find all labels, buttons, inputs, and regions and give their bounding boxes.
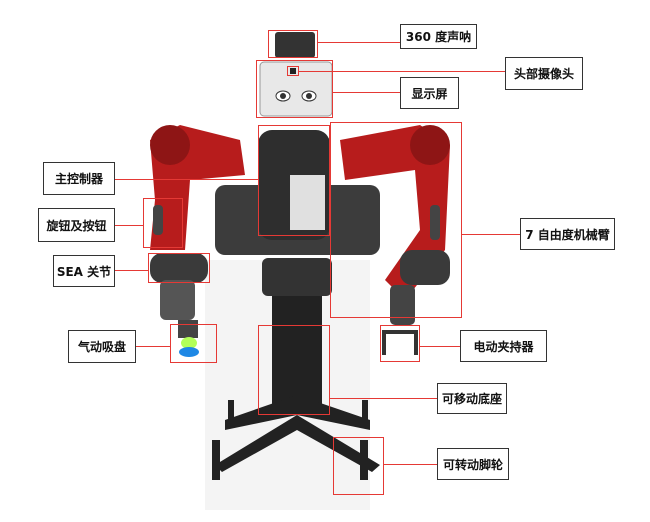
label-knobs-buttons: 旋钮及按钮 [38,208,115,242]
label-controller: 主控制器 [43,162,115,195]
label-base: 可移动底座 [437,383,507,414]
highlight-controller [258,125,330,236]
highlight-display [256,60,333,118]
highlight-camera [287,66,299,76]
highlight-base [258,325,330,415]
leader-arm [462,234,520,235]
label-sonar: 360 度声呐 [400,24,477,49]
leader-knobs [115,225,143,226]
leader-gripper [420,346,460,347]
label-head-camera: 头部摄像头 [505,57,583,90]
leader-controller [115,179,258,180]
label-gripper: 电动夹持器 [460,330,547,362]
highlight-gripper [380,325,420,362]
leader-sonar [318,42,400,43]
highlight-sea [148,253,210,283]
label-display: 显示屏 [400,77,459,109]
sonar-head [275,32,315,58]
torso-panel [290,175,325,230]
highlight-casters [333,437,384,495]
highlight-arm [330,122,462,318]
right-arm [340,125,450,355]
label-arm: 7 自由度机械臂 [520,218,615,250]
base [212,290,380,480]
label-suction: 气动吸盘 [68,330,136,363]
leader-camera [299,71,505,72]
highlight-knobs [143,198,183,248]
highlight-suction [170,324,217,363]
leader-casters [384,464,437,465]
leader-display [333,92,400,93]
label-casters: 可转动脚轮 [437,448,509,480]
highlight-sonar [268,30,318,58]
left-arm [150,125,245,357]
leader-sea [115,270,148,271]
leader-base [330,398,437,399]
label-sea-joint: SEA 关节 [53,255,115,287]
camera [290,68,296,74]
waist [262,258,332,296]
leader-suction [136,346,170,347]
